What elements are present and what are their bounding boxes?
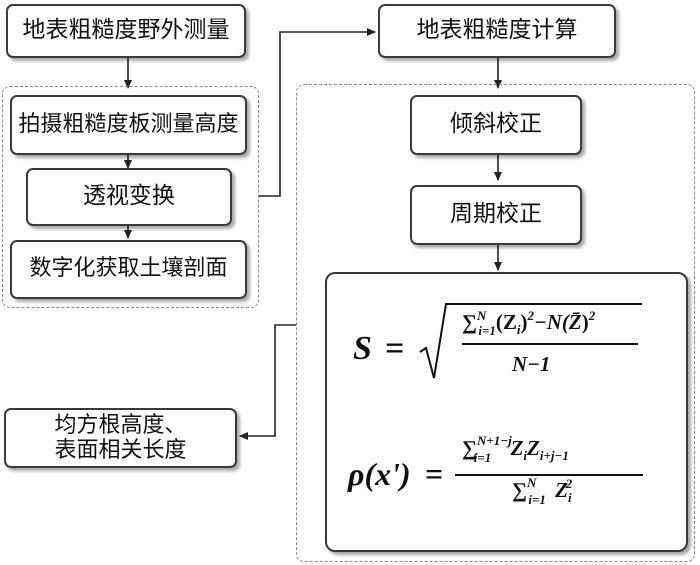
rho-sum-symbol: ∑ — [462, 436, 477, 460]
rho-num-sub2: i+j−1 — [539, 448, 569, 463]
rho-den-upper: N — [526, 475, 537, 490]
output-line2: 表面相关长度 — [54, 438, 187, 463]
fraction-bar — [455, 474, 643, 476]
rho-den-sub: i — [567, 490, 572, 505]
formula-s-denominator: N−1 — [512, 352, 551, 376]
sum-symbol: ∑ — [462, 310, 477, 334]
compute-box: 地表粗糙度计算 — [378, 4, 616, 58]
sqrt-sign — [419, 303, 642, 379]
num-minus: −N( — [534, 310, 569, 334]
formula-box — [325, 272, 688, 552]
arrow-left-to-compute — [258, 28, 376, 197]
digitize-label: 数字化获取土壤剖面 — [29, 256, 228, 282]
rho-num-z1: Z — [510, 436, 524, 460]
formula-s-eq: = — [385, 330, 405, 367]
formula-s-numerator: ∑Ni=1(Zi)2−N(Z̄)2 — [462, 308, 596, 338]
num-close: ) — [581, 310, 589, 334]
formula-rho-numerator: ∑N+1−j i=1 ZiZi+j−1 — [462, 433, 569, 465]
sum-lower: i=1 — [478, 323, 496, 338]
num-body: (Z — [495, 310, 517, 334]
field-measure-box: 地表粗糙度野外测量 — [6, 4, 246, 58]
num-body2: ) — [520, 310, 528, 334]
period-box: 周期校正 — [410, 185, 582, 245]
field-measure-label: 地表粗糙度野外测量 — [22, 17, 230, 44]
formula-rho-eq: = — [425, 456, 444, 492]
digitize-box: 数字化获取土壤剖面 — [10, 240, 247, 299]
num-pow: 2 — [527, 308, 535, 323]
rho-den-z: Z — [555, 478, 568, 502]
tilt-label: 倾斜校正 — [450, 111, 542, 138]
num-body-sub: i — [516, 322, 521, 337]
sum-upper: N — [476, 308, 487, 323]
period-label: 周期校正 — [450, 201, 542, 228]
rho-num-sub1: i — [523, 448, 528, 463]
left-dashed-group — [2, 86, 259, 308]
arrow-formulas-to-output — [239, 324, 296, 440]
rho-den-pow: 2 — [565, 476, 573, 491]
output-box: 均方根高度、 表面相关长度 — [4, 408, 237, 468]
perspective-label: 透视变换 — [83, 183, 175, 210]
shoot-height-label: 拍摄粗糙度板测量高度 — [18, 111, 239, 137]
rho-den-lower: i=1 — [528, 492, 546, 507]
tilt-box: 倾斜校正 — [410, 95, 582, 155]
num-pow2: 2 — [588, 308, 596, 323]
formula-rho-lhs: ρ(x') — [348, 456, 411, 492]
num-zbar: Z̄ — [568, 310, 582, 334]
perspective-box: 透视变换 — [26, 168, 232, 226]
formula-s-lhs: S — [353, 330, 372, 367]
rho-sum-lower: i=1 — [473, 450, 492, 465]
output-line1: 均方根高度、 — [54, 412, 187, 438]
rho-num-z2: Z — [527, 436, 540, 460]
shoot-height-box: 拍摄粗糙度板测量高度 — [10, 95, 247, 155]
formula-rho-denominator: ∑Ni=1 Zi2 — [512, 475, 573, 507]
compute-label: 地表粗糙度计算 — [416, 17, 578, 44]
rho-sum-upper: N+1−j — [476, 433, 512, 448]
rho-den-sum: ∑ — [512, 478, 527, 502]
right-dashed-group — [296, 84, 695, 562]
